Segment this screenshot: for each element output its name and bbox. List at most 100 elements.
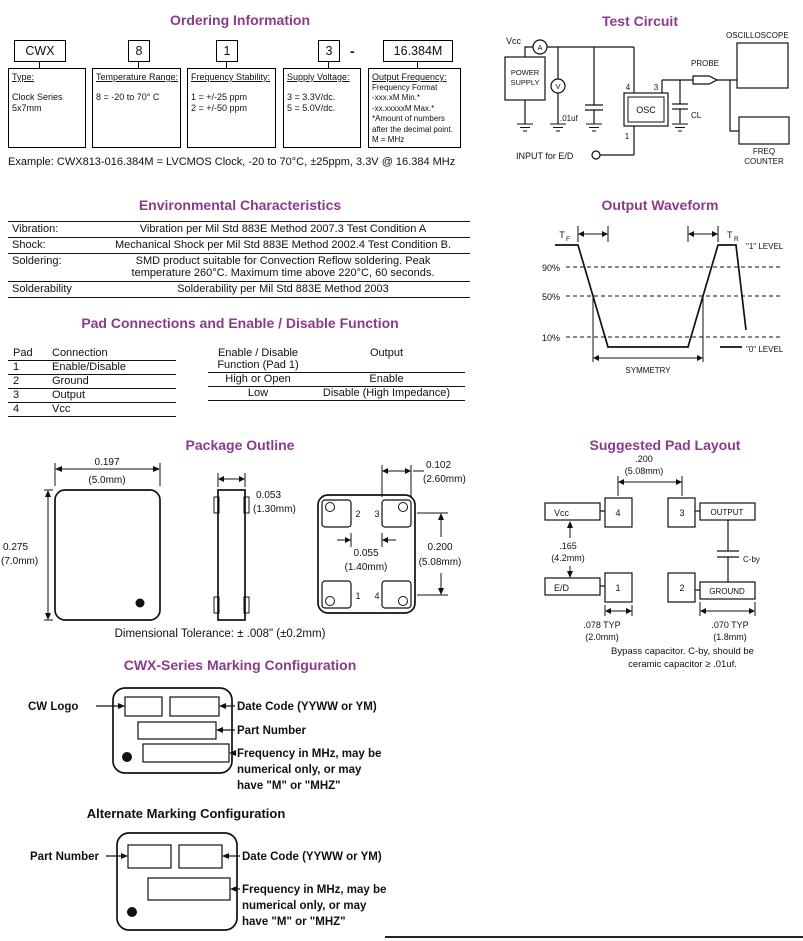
alt-marking-title: Alternate Marking Configuration — [86, 806, 286, 821]
probe-label: PROBE — [691, 59, 719, 68]
ordering-type-box: Type: Clock Series 5x7mm — [8, 68, 86, 148]
bottom-rule — [385, 936, 803, 938]
header-line: Enable / Disable — [217, 347, 299, 359]
pad-connection: Ground — [52, 375, 89, 387]
table-row: 2 Ground — [8, 375, 176, 389]
func-output: Disable (High Impedance) — [322, 387, 451, 399]
ordering-code-temp: 8 — [128, 40, 150, 62]
pad3-label: 3 — [679, 508, 684, 518]
oscilloscope-label: OSCILLOSCOPE — [726, 31, 789, 40]
rise-time-dimension: T R — [687, 226, 739, 243]
dim-padwidth: 0.102 — [426, 460, 451, 471]
frequency-line: -xx.xxxxxM Max.* — [372, 103, 435, 113]
row-name: Solderability — [12, 283, 72, 295]
pad3-label: 3 — [374, 509, 379, 519]
pad1-label: 1 — [615, 583, 620, 593]
bypass-capacitor: C-by — [717, 520, 760, 582]
bottom-right-dimension: .070 TYP (1.8mm) — [699, 602, 756, 642]
dim-top: .200 — [635, 454, 653, 464]
date-code-label: Date Code (YYWW or YM) — [242, 851, 382, 863]
waveform-trace — [555, 244, 747, 348]
ground-label: GROUND — [709, 587, 745, 596]
frequency-label-line: Frequency in MHz, may be — [242, 884, 386, 896]
vcc-label: Vcc — [554, 508, 570, 518]
row-desc: Mechanical Shock per Mil Std 883E Method… — [114, 239, 452, 251]
enable-input: INPUT for E/D — [516, 126, 635, 161]
callouts: Part Number Date Code (YYWW or YM) Frequ… — [30, 851, 386, 928]
type-line: Clock Series — [12, 92, 63, 102]
dim-left-mm: (4.2mm) — [551, 553, 585, 563]
dim-bl: .078 TYP — [583, 620, 620, 630]
ordering-code-stability: 1 — [216, 40, 238, 62]
table-row: 1 Enable/Disable — [8, 361, 176, 375]
date-code-label: Date Code (YYWW or YM) — [237, 701, 377, 713]
alt-marking-diagram: Part Number Date Code (YYWW or YM) Frequ… — [30, 832, 386, 931]
ground-icon — [586, 123, 602, 132]
package-outline-diagram: 0.197 (5.0mm) 0.275 (7.0mm) 0.053 (1.30m… — [1, 457, 466, 621]
frequency-box — [147, 877, 231, 901]
table-row: 4 Vcc — [8, 403, 176, 417]
table-row: Vibration: Vibration per Mil Std 883E Me… — [8, 222, 470, 238]
table-row: Low Disable (High Impedance) — [208, 387, 465, 401]
tf-label: T — [559, 230, 565, 240]
stability-label: Frequency Stability: — [191, 72, 271, 82]
func-state: Low — [247, 387, 269, 399]
cw-logo-label: CW Logo — [28, 701, 78, 713]
frequency-label-line: Frequency in MHz, may be — [237, 748, 381, 760]
bypass-capacitor-note: Bypass capacitor. C-by, should be cerami… — [570, 645, 795, 671]
func-state: High or Open — [225, 373, 291, 385]
pin1-label: 1 — [625, 132, 630, 141]
table-header-row: Enable / Disable Function (Pad 1) Output — [208, 347, 465, 373]
output-label: OUTPUT — [711, 508, 744, 517]
upper-pads: Vcc 4 3 OUTPUT — [544, 497, 756, 528]
pin3-label: 3 — [654, 83, 659, 92]
level0-label: "0" LEVEL — [746, 345, 784, 354]
date-code-box — [178, 844, 223, 869]
counter-label: COUNTER — [744, 157, 784, 166]
ordering-example: Example: CWX813-016.384M = LVCMOS Clock,… — [8, 156, 456, 168]
part-number-label: Part Number — [237, 725, 307, 737]
ground-icon — [550, 123, 566, 132]
bottom-left-dimension: .078 TYP (2.0mm) — [583, 605, 633, 642]
environmental-title: Environmental Characteristics — [138, 197, 342, 213]
temp-line: 8 = -20 to 70° C — [96, 92, 160, 102]
marking-diagram: CW Logo Date Code (YYWW or YM) Part Numb… — [28, 687, 381, 792]
part-number-box — [127, 844, 172, 869]
table-row: High or Open Enable — [208, 373, 465, 387]
func-output: Enable — [369, 373, 404, 385]
cl-label: CL — [691, 111, 702, 120]
frequency-line: *Amount of numbers — [372, 114, 445, 123]
frequency-box — [142, 743, 230, 763]
row-name: Soldering: — [12, 255, 62, 267]
pad1-label: 1 — [355, 591, 360, 601]
col-connection: Connection — [52, 347, 108, 359]
ordering-temp-box: Temperature Range: 8 = -20 to 70° C — [92, 68, 181, 148]
package-outline-title: Package Outline — [185, 437, 295, 453]
table-row: 3 Output — [8, 389, 176, 403]
pad-number: 2 — [13, 375, 20, 387]
temp-label: Temperature Range: — [96, 72, 179, 82]
package-drawing — [116, 832, 238, 931]
input-ed-label: INPUT for E/D — [516, 151, 574, 161]
cap-value-label: .01uf — [560, 114, 579, 123]
supply-label: SUPPLY — [510, 78, 539, 87]
ordering-code-voltage: 3 — [318, 40, 340, 62]
row-desc-line: SMD product suitable for Convection Refl… — [135, 255, 431, 267]
dim-padgap: 0.055 — [353, 548, 378, 559]
frequency-label-line: numerical only, or may — [237, 764, 362, 776]
bottom-view: 2 3 1 4 0.102 (2.60mm) 0.055 (1.40mm) — [317, 460, 466, 614]
table-row: Soldering: SMD product suitable for Conv… — [8, 254, 470, 282]
p50-label: 50% — [542, 292, 560, 302]
vcc-label: Vcc — [506, 36, 522, 46]
dim-br: .070 TYP — [711, 620, 748, 630]
connector-line — [138, 62, 140, 68]
pad-number: 4 — [13, 403, 20, 415]
dim-width: 0.197 — [94, 457, 119, 468]
probe-icon — [692, 75, 719, 85]
dim-bl-mm: (2.0mm) — [585, 632, 619, 642]
part-number-box — [137, 721, 217, 740]
callouts: CW Logo Date Code (YYWW or YM) Part Numb… — [28, 701, 381, 792]
dim-height: 0.275 — [3, 542, 28, 553]
marking-title: CWX-Series Marking Configuration — [123, 657, 357, 673]
frequency-label-line: numerical only, or may — [242, 900, 367, 912]
